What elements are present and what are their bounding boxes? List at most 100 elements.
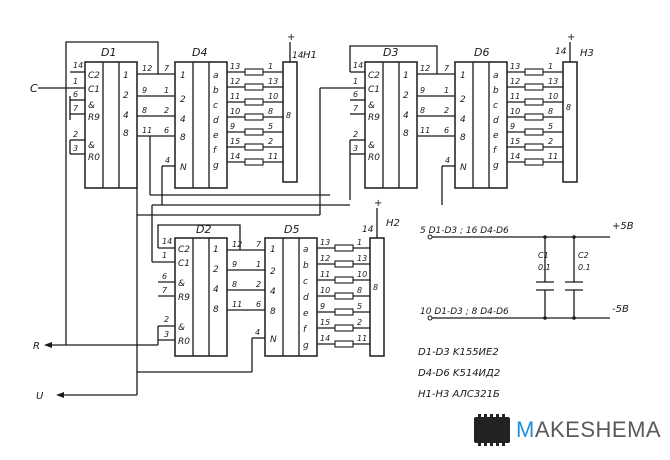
- label-h1: H1: [303, 50, 317, 61]
- d1-pins: 14 1 6 7 2 3: [65, 61, 85, 345]
- svg-text:7: 7: [162, 286, 168, 295]
- svg-text:d: d: [213, 116, 219, 126]
- svg-text:8: 8: [270, 307, 276, 317]
- chip-d3: D3 C2 C1 & R9 & R0 1 2 4 8: [364, 46, 418, 189]
- svg-text:R0: R0: [88, 153, 100, 163]
- svg-text:1: 1: [353, 77, 358, 86]
- svg-text:g: g: [493, 161, 499, 171]
- label-h2: H2: [386, 218, 400, 229]
- svg-text:2: 2: [403, 91, 409, 101]
- svg-text:8: 8: [268, 107, 273, 116]
- svg-text:11: 11: [357, 334, 367, 343]
- svg-text:14: 14: [510, 152, 520, 161]
- svg-text:11: 11: [510, 92, 520, 101]
- svg-text:R9: R9: [178, 293, 190, 303]
- svg-text:6: 6: [73, 90, 78, 99]
- svg-text:13: 13: [548, 77, 558, 86]
- svg-text:11: 11: [230, 92, 240, 101]
- svg-text:f: f: [213, 146, 218, 156]
- svg-text:4: 4: [255, 328, 260, 337]
- svg-text:5: 5: [357, 302, 362, 311]
- svg-text:14: 14: [555, 47, 567, 57]
- power-section: C1 0.1 C2 0.1 +5B -5B 5 D1-D3 ; 16 D4-D6…: [420, 221, 634, 321]
- svg-text:10: 10: [548, 92, 558, 101]
- svg-text:14: 14: [320, 334, 330, 343]
- svg-text:&: &: [88, 141, 95, 151]
- svg-text:8: 8: [357, 286, 362, 295]
- label-minus5: -5B: [612, 304, 629, 315]
- svg-text:N: N: [460, 163, 467, 173]
- svg-text:2: 2: [270, 267, 276, 277]
- svg-text:1: 1: [268, 62, 273, 71]
- svg-text:b: b: [303, 261, 309, 271]
- legend: D1-D3 K155ИЕ2 D4-D6 K514ИД2 H1-H3 АЛС321…: [418, 347, 500, 400]
- svg-text:2: 2: [73, 130, 78, 139]
- svg-text:12: 12: [320, 254, 330, 263]
- svg-text:14: 14: [353, 61, 363, 70]
- svg-text:b: b: [213, 86, 219, 96]
- svg-text:10: 10: [320, 286, 330, 295]
- svg-text:14: 14: [292, 51, 304, 61]
- svg-text:6: 6: [164, 126, 169, 135]
- svg-text:8: 8: [286, 111, 291, 120]
- svg-text:4: 4: [403, 111, 409, 121]
- svg-text:11: 11: [420, 126, 430, 135]
- svg-text:7: 7: [164, 64, 170, 73]
- svg-text:8: 8: [548, 107, 553, 116]
- svg-text:d: d: [303, 293, 309, 303]
- svg-text:C1: C1: [368, 85, 380, 95]
- svg-text:4: 4: [213, 285, 219, 295]
- label-c1: C1: [538, 251, 549, 260]
- svg-text:&: &: [88, 101, 95, 111]
- svg-text:8: 8: [123, 129, 129, 139]
- chip-d6: D6 1 2 4 8 N a b c d e f g: [454, 46, 508, 189]
- label-plus5: +5B: [612, 221, 634, 232]
- svg-text:6: 6: [256, 300, 261, 309]
- svg-text:12: 12: [232, 240, 242, 249]
- svg-text:b: b: [493, 86, 499, 96]
- legend-line-3: H1-H3 АЛС321Б: [418, 389, 500, 400]
- svg-text:8: 8: [460, 133, 466, 143]
- svg-text:1: 1: [548, 62, 553, 71]
- svg-text:&: &: [368, 141, 375, 151]
- label-d2: D2: [196, 223, 211, 236]
- label-c2: C2: [578, 251, 589, 260]
- svg-text:1: 1: [213, 245, 219, 255]
- svg-text:15: 15: [230, 137, 240, 146]
- svg-text:6: 6: [353, 90, 358, 99]
- label-d6: D6: [474, 46, 489, 59]
- svg-text:4: 4: [460, 115, 466, 125]
- svg-text:2: 2: [213, 265, 219, 275]
- svg-text:1: 1: [256, 260, 261, 269]
- svg-text:3: 3: [73, 144, 78, 153]
- chip-d2: D2 C2 C1 & R9 & R0 1 2 4 8: [174, 223, 228, 357]
- svg-text:2: 2: [357, 318, 362, 327]
- svg-text:c: c: [493, 101, 498, 111]
- svg-text:9: 9: [230, 122, 235, 131]
- svg-text:10: 10: [230, 107, 240, 116]
- svg-text:9: 9: [420, 86, 425, 95]
- svg-text:+: +: [567, 32, 575, 43]
- input-u: U: [36, 391, 44, 402]
- svg-text:e: e: [213, 131, 219, 141]
- label-d5: D5: [284, 223, 299, 236]
- svg-text:g: g: [213, 161, 219, 171]
- svg-text:2: 2: [256, 280, 261, 289]
- svg-text:8: 8: [373, 283, 378, 292]
- svg-text:6: 6: [162, 272, 167, 281]
- svg-text:15: 15: [510, 137, 520, 146]
- svg-text:R9: R9: [368, 113, 380, 123]
- watermark-logo: MAKESHEMA: [474, 410, 664, 450]
- input-c: C: [30, 82, 38, 95]
- svg-text:R0: R0: [178, 337, 190, 347]
- svg-text:5: 5: [548, 122, 553, 131]
- svg-text:a: a: [303, 245, 309, 255]
- legend-line-1: D1-D3 K155ИЕ2: [418, 347, 499, 358]
- legend-line-2: D4-D6 K514ИД2: [418, 368, 500, 379]
- svg-text:9: 9: [510, 122, 515, 131]
- svg-text:8: 8: [566, 103, 571, 112]
- chip-icon: [474, 414, 510, 446]
- svg-text:2: 2: [164, 106, 169, 115]
- svg-text:8: 8: [180, 133, 186, 143]
